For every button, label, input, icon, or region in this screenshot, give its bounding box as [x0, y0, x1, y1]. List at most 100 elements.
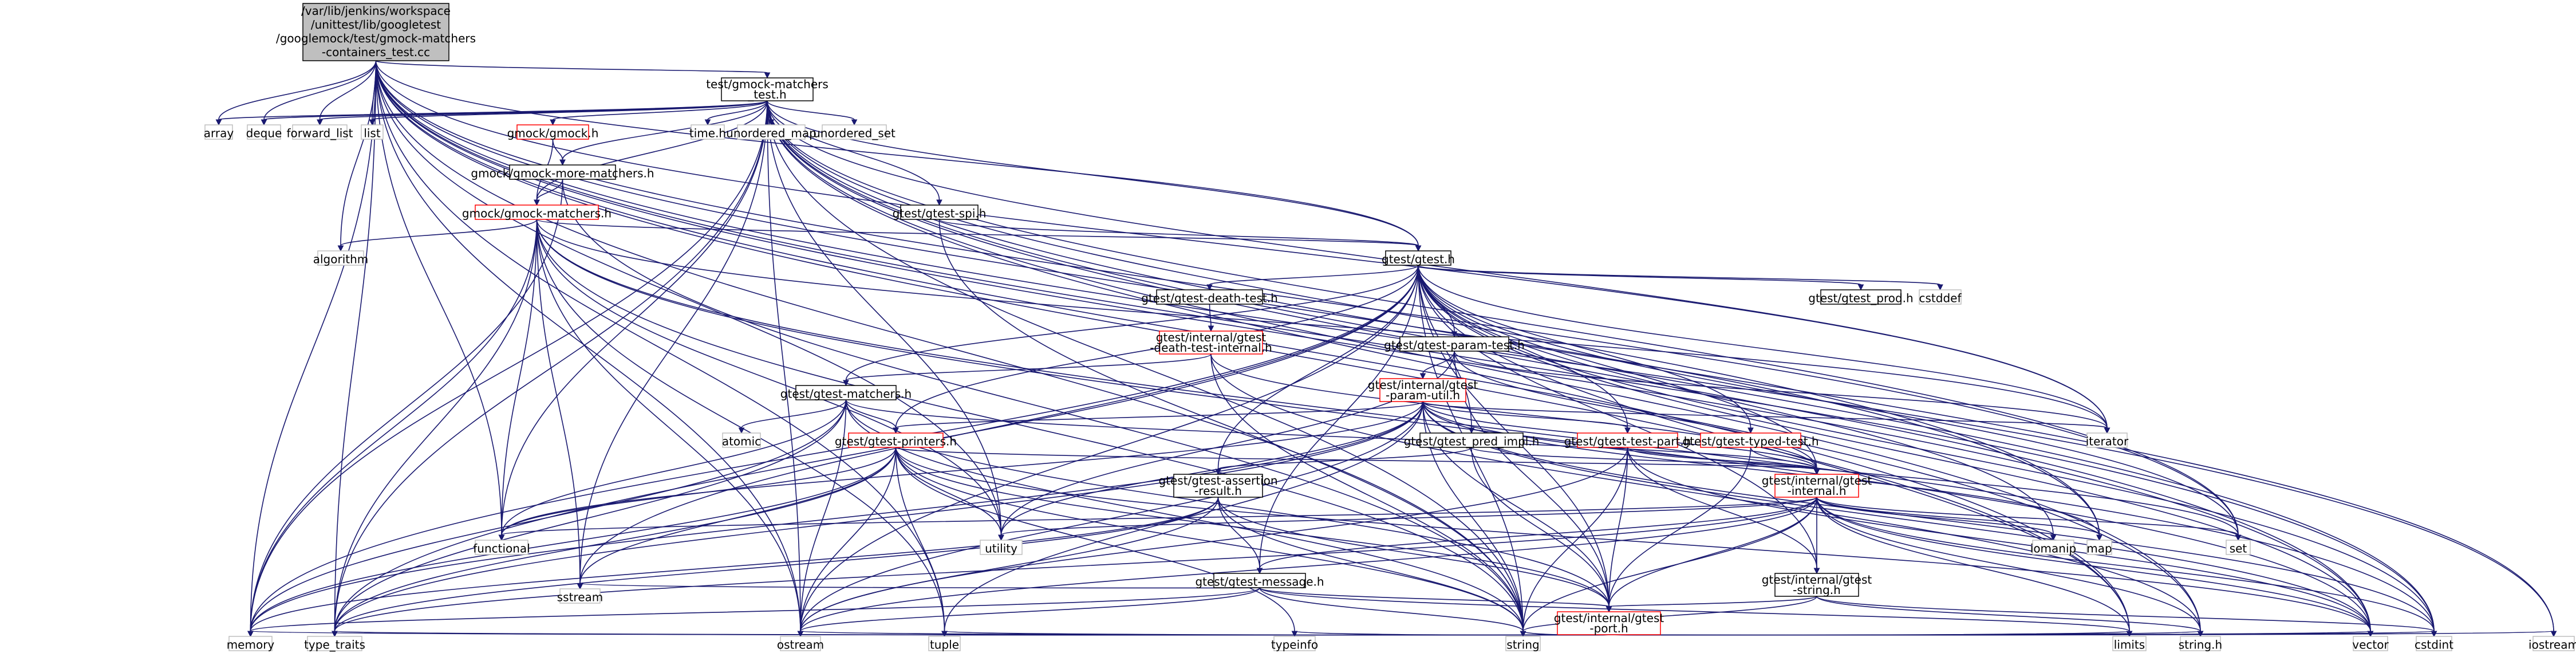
edge-gtstring-to-cstdint — [1816, 596, 2437, 638]
edge-message-to-port — [1259, 587, 1612, 613]
node-label-line: gtest/gtest-assertion — [1158, 474, 1277, 487]
node-gmockh[interactable]: gmock/gmock.h — [507, 124, 599, 140]
edge-port-to-ostream — [797, 631, 1609, 638]
node-box — [475, 204, 599, 220]
node-cstdint: cstdint — [2415, 636, 2453, 651]
node-fwdlist: forward_list — [286, 124, 353, 140]
node-box — [822, 124, 887, 140]
node-box — [516, 124, 589, 140]
node-label-line: gtest/internal/gtest — [1762, 573, 1872, 587]
node-label-line: gtest/gtest-test-part.h — [1564, 434, 1691, 448]
node-gtesth[interactable]: gtest/gtest.h — [1382, 250, 1455, 266]
node-assertion[interactable]: gtest/gtest-assertion-result.h — [1158, 474, 1277, 498]
node-box — [2112, 636, 2147, 651]
node-box — [1774, 474, 1859, 498]
node-label-line: _test.h — [747, 88, 786, 101]
edge-gmockh-to-moremat — [552, 139, 566, 166]
edge-gmmat-to-type_traits — [332, 219, 538, 638]
node-param[interactable]: gtest/gtest-param-test.h — [1384, 336, 1525, 352]
edge-tgmh-to-memory — [247, 100, 768, 638]
node-box — [1820, 289, 1902, 305]
node-gmmat[interactable]: gmock/gmock-matchers.h — [462, 204, 612, 220]
node-umap: unordered_map — [726, 124, 816, 140]
node-label-line: atomic — [722, 434, 761, 448]
node-label-line: deque — [246, 126, 282, 140]
edge-gtstring-to-port — [1605, 596, 1817, 613]
node-gtmat[interactable]: gtest/gtest-matchers.h — [780, 385, 912, 400]
node-label-line: -port.h — [1589, 621, 1628, 635]
node-gtstring[interactable]: gtest/internal/gtest-string.h — [1762, 573, 1872, 597]
node-root[interactable]: /var/lib/jenkins/workspace/unittest/lib/… — [276, 3, 476, 61]
node-label-line: typeinfo — [1271, 638, 1318, 651]
node-label-line: ostream — [777, 638, 824, 651]
node-iostream: iostream — [2528, 636, 2576, 651]
node-string: string — [1505, 636, 1541, 651]
node-testpart[interactable]: gtest/gtest-test-part.h — [1564, 432, 1691, 448]
node-box — [1273, 636, 1316, 651]
node-box — [302, 3, 449, 61]
edge-internal-to-set — [1816, 497, 2242, 541]
node-deathint[interactable]: gtest/internal/gtest-death-test-internal… — [1150, 331, 1272, 355]
edge-printers-to-utility — [895, 447, 1004, 541]
node-box — [2226, 540, 2251, 555]
node-box — [1919, 289, 1962, 305]
node-limits: limits — [2112, 636, 2147, 651]
edge-tgmh-to-timeh — [704, 100, 768, 126]
edge-moremat-to-memory — [247, 179, 563, 638]
node-box — [1399, 336, 1509, 352]
edge-tgmh-to-set — [767, 100, 2242, 541]
node-box — [1213, 573, 1306, 588]
edge-tgmh-to-cstdint — [767, 100, 2437, 638]
edge-gtmat-to-printers — [845, 399, 899, 434]
node-label-line: limits — [2114, 638, 2145, 651]
node-box — [292, 124, 348, 140]
node-typed[interactable]: gtest/gtest-typed-test.h — [1682, 432, 1819, 448]
edge-tgmh-to-stringh — [767, 100, 2204, 638]
edge-port-to-tuple — [941, 631, 1609, 638]
node-label-line: type_traits — [304, 638, 365, 651]
node-box — [795, 385, 897, 400]
node-iterator: iterator — [2086, 432, 2129, 448]
node-box — [928, 636, 961, 651]
node-label-line: gtest/internal/gtest — [1762, 474, 1872, 487]
edge-tgmh-to-list — [369, 100, 768, 126]
edge-message-to-limits — [1259, 587, 2133, 638]
node-type_traits: type_traits — [304, 636, 365, 651]
node-array: array — [204, 124, 234, 140]
node-moremat[interactable]: gmock/gmock-more-matchers.h — [471, 164, 654, 180]
node-box — [2032, 540, 2074, 555]
edge-gtesth-to-prod — [1418, 265, 1864, 291]
node-message[interactable]: gtest/gtest-message.h — [1195, 573, 1324, 588]
node-label-line: gtest/gtest-message.h — [1195, 575, 1324, 588]
node-internal[interactable]: gtest/internal/gtest-internal.h — [1762, 474, 1872, 498]
node-label-line: time.h — [689, 126, 726, 140]
node-label-line: gtest/gtest-printers.h — [835, 434, 957, 448]
node-memory: memory — [227, 636, 274, 651]
node-label-line: cstdint — [2415, 638, 2453, 651]
node-label-line: map — [2086, 541, 2112, 555]
edge-root-to-gtesth — [375, 60, 1422, 252]
node-box — [1159, 331, 1263, 355]
node-paramutil[interactable]: gtest/internal/gtest-param-util.h — [1368, 378, 1478, 402]
edge-assertion-to-string — [1217, 497, 1526, 638]
node-typeinfo: typeinfo — [1271, 636, 1318, 651]
node-stringh: string.h — [2179, 636, 2222, 651]
edge-port-to-stringh — [1608, 631, 2204, 638]
node-prod[interactable]: gtest/gtest_prod.h — [1808, 289, 1914, 305]
node-label-line: -param-util.h — [1386, 388, 1460, 402]
node-box — [722, 432, 761, 448]
node-predimpl[interactable]: gtest/gtest_pred_impl.h — [1404, 432, 1540, 448]
edges-layer — [215, 60, 2557, 638]
node-port[interactable]: gtest/internal/gtest-port.h — [1554, 611, 1664, 635]
edge-root-to-functional — [375, 60, 505, 541]
node-spi[interactable]: gtest/gtest-spi.h — [893, 204, 987, 220]
node-printers[interactable]: gtest/gtest-printers.h — [835, 432, 957, 448]
node-box — [900, 204, 979, 220]
edge-spi-to-gtesth — [938, 219, 1422, 252]
node-box — [1156, 289, 1263, 305]
edge-moremat-to-gmmat — [534, 179, 563, 206]
edge-gmmat-to-memory — [247, 219, 538, 638]
node-timeh: time.h — [689, 124, 726, 140]
node-tgmh[interactable]: test/gmock-matchers_test.h — [706, 77, 829, 101]
node-death[interactable]: gtest/gtest-death-test.h — [1141, 289, 1278, 305]
